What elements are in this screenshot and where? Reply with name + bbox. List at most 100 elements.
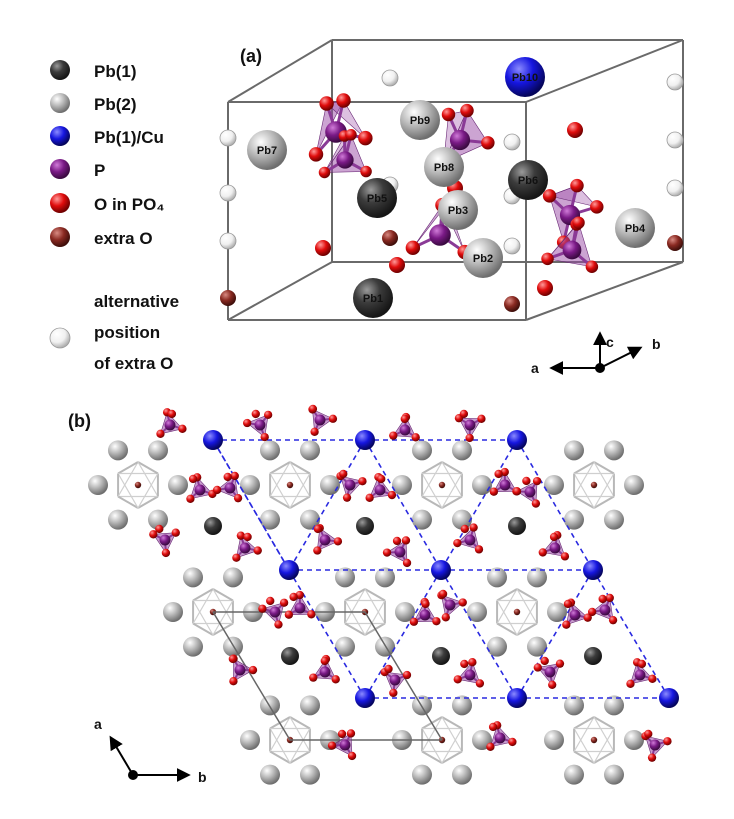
po4-tetrahedron-o-apex [189, 475, 197, 483]
po4-tetrahedron-o-atom [490, 488, 498, 496]
po4-tetrahedron-o-atom [258, 605, 266, 613]
po4-tetrahedron-p-atom [165, 420, 176, 431]
axis-b-panel-b-label: b [198, 769, 207, 785]
legend-pb2-swatch [50, 93, 70, 113]
po4-tetrahedron-o-apex [384, 665, 392, 673]
po4-tetrahedron-o-apex [168, 410, 176, 418]
extra-o-atom [667, 235, 683, 251]
po4-tetrahedron-o-atom [213, 486, 221, 494]
axis-b-arrow [600, 348, 640, 368]
po4-a1-o-atom [319, 96, 333, 110]
po4-tetrahedron-o-atom [389, 431, 397, 439]
axis-b-panel-a-label: a [94, 716, 102, 732]
extra-o-atom [220, 290, 236, 306]
po4-a6-p-atom [563, 241, 582, 260]
pb2-atom [300, 765, 320, 785]
po4-tetrahedron-o-atom [231, 472, 239, 480]
po4-tetrahedron-o-atom [310, 428, 318, 436]
cell-edge [228, 262, 332, 320]
po4-tetrahedron-o-apex [644, 730, 652, 738]
pb2-atom [624, 475, 644, 495]
po4-tetrahedron-p-atom [465, 535, 476, 546]
po4-tetrahedron-o-apex [314, 525, 322, 533]
po4-tetrahedron-o-apex [494, 470, 502, 478]
pb2-atom [300, 695, 320, 715]
pb1-atom [204, 517, 222, 535]
po4-a3-o-atom [481, 136, 494, 149]
cell-edge [526, 40, 683, 102]
po4-tetrahedron-o-atom [343, 494, 351, 502]
po4-tetrahedron-o-apex [421, 600, 429, 608]
pb2-atom [260, 765, 280, 785]
po4-tetrahedron-p-atom [635, 670, 646, 681]
po4-tetrahedron-o-atom [648, 675, 656, 683]
po4-tetrahedron-p-atom [375, 485, 386, 496]
po4-tetrahedron-o-apex [550, 533, 558, 541]
po4-tetrahedron-p-atom [320, 667, 331, 678]
po4-tetrahedron-o-atom [264, 411, 272, 419]
po4-tetrahedron-o-atom [309, 673, 317, 681]
po4-tetrahedron-o-atom [486, 743, 494, 751]
atom-label-pb2: Pb2 [473, 253, 493, 265]
legend-alt-line1: alternative [94, 292, 179, 311]
po4-tetrahedron-o-atom [332, 675, 340, 683]
dashed-network-bond [441, 570, 517, 698]
alt-extra-o-atom [220, 130, 236, 146]
po4-tetrahedron-o-atom [453, 539, 461, 547]
po4-tetrahedron-o-apex [266, 597, 274, 605]
po4-tetrahedron-p-atom [270, 607, 281, 618]
po4-tetrahedron-o-apex [460, 660, 468, 668]
po4-tetrahedron-o-apex [289, 593, 297, 601]
po4-tetrahedron-o-atom [403, 671, 411, 679]
po4-a2-p-atom [336, 151, 353, 168]
extra-o-atom [504, 296, 520, 312]
pb2-atom [527, 637, 547, 657]
pb1-cu-atom [355, 430, 375, 450]
po4-tetrahedron-o-atom [410, 618, 418, 626]
panel-b-label: (b) [68, 411, 91, 431]
pb1-cu-atom [279, 560, 299, 580]
pb1-atom [356, 517, 374, 535]
po4-a5-o-atom [570, 179, 583, 192]
pb2-atom [335, 637, 355, 657]
unit-cell-edge [213, 612, 290, 740]
pb1-cu-atom [507, 688, 527, 708]
po4-tetrahedron-p-atom [545, 667, 556, 678]
po4-tetrahedron-o-atom [232, 554, 240, 562]
po4-tetrahedron-o-atom [459, 598, 467, 606]
po4-tetrahedron-o-apex [489, 723, 497, 731]
legend-p-label: P [94, 161, 105, 180]
po4-tetrahedron-o-atom [229, 677, 237, 685]
atom-label-pb1: Pb1 [363, 293, 383, 305]
pb2-atom [564, 440, 584, 460]
po4-tetrahedron-p-atom [465, 420, 476, 431]
pb2-atom [88, 475, 108, 495]
pb1-atom [432, 647, 450, 665]
po4-tetrahedron-o-apex [377, 475, 385, 483]
po4-tetrahedron-o-apex [393, 537, 401, 545]
atom-label-pb10: Pb10 [512, 72, 538, 84]
po4-tetrahedron-o-atom [465, 434, 473, 442]
po4-tetrahedron-o-atom [606, 594, 614, 602]
po4-tetrahedron-p-atom [395, 547, 406, 558]
po4-tetrahedron-p-atom [160, 535, 171, 546]
po4-tetrahedron-o-atom [539, 548, 547, 556]
po4-tetrahedron-o-apex [564, 600, 572, 608]
po4-tetrahedron-o-atom [562, 621, 570, 629]
channel-extra-o-atom [287, 482, 293, 488]
extra-o-atom [382, 230, 398, 246]
o-atom [315, 240, 331, 256]
po4-tetrahedron-p-atom [225, 483, 236, 494]
po4-a5-o-atom [543, 189, 556, 202]
legend-extra-o-label: extra O [94, 229, 153, 248]
po4-a2-o-atom [319, 167, 331, 179]
po4-tetrahedron-p-atom [240, 543, 251, 554]
po4-tetrahedron-o-atom [389, 689, 397, 697]
po4-a1-o-atom [336, 93, 350, 107]
legend-alt-o-swatch [50, 328, 70, 348]
po4-tetrahedron-o-atom [561, 552, 569, 560]
po4-tetrahedron-o-atom [365, 494, 373, 502]
